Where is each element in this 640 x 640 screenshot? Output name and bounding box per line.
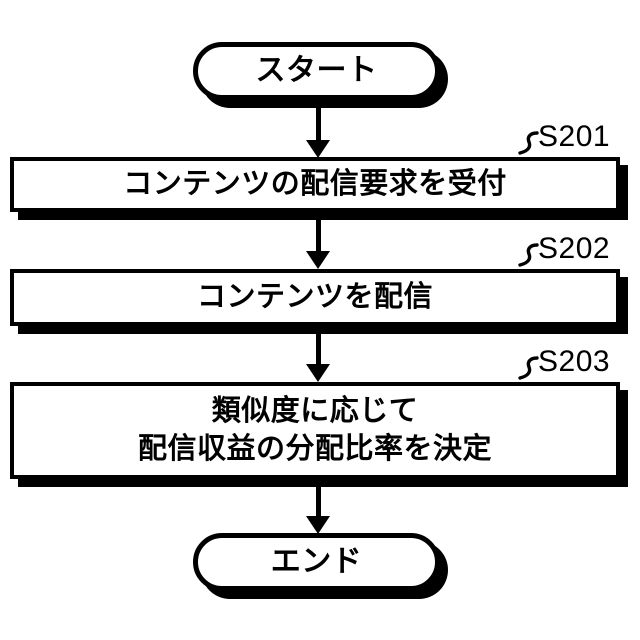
step-ref-s201: S201 xyxy=(538,120,611,153)
end-node: エンド xyxy=(193,533,440,591)
start-node: スタート xyxy=(193,42,440,100)
step-hook-s202-icon xyxy=(518,243,539,267)
step-s203-label-line1: 類似度に応じて xyxy=(211,394,419,427)
step-ref-s202: S202 xyxy=(538,232,611,265)
connector-start-to-s201 xyxy=(306,100,330,158)
connector-s201-to-s202 xyxy=(306,212,330,269)
step-ref-s203: S203 xyxy=(538,345,611,378)
connector-s202-to-s203 xyxy=(306,326,330,382)
step-s202-label: コンテンツを配信 xyxy=(196,281,433,314)
connector-s203-to-end xyxy=(306,479,330,534)
step-s203-box: 類似度に応じて 配信収益の分配比率を決定 xyxy=(10,382,620,479)
step-s203-label: 類似度に応じて 配信収益の分配比率を決定 xyxy=(14,386,616,475)
step-s202-box: コンテンツを配信 xyxy=(10,269,620,326)
step-s203-label-line2: 配信収益の分配比率を決定 xyxy=(137,432,492,465)
step-s201-label: コンテンツの配信要求を受付 xyxy=(123,168,507,201)
step-hook-s203-icon xyxy=(518,356,539,380)
step-s201-box: コンテンツの配信要求を受付 xyxy=(10,157,620,212)
end-node-label: エンド xyxy=(270,545,363,579)
start-node-label: スタート xyxy=(255,54,378,88)
step-hook-s201-icon xyxy=(518,131,539,155)
